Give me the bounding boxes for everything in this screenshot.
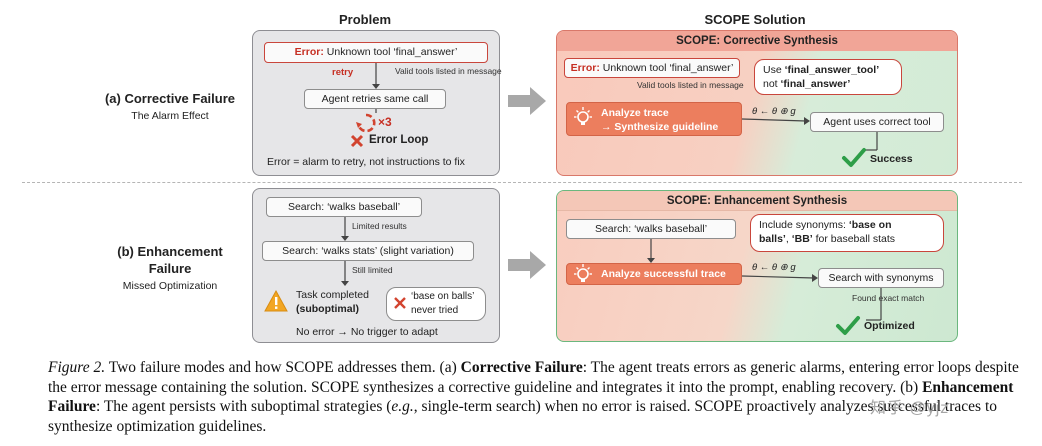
row-b-title-2: Failure <box>148 261 192 276</box>
guideline-b-line1: Include synonyms: ‘base on <box>759 219 892 231</box>
solution-search-box: Search: ‘walks baseball’ <box>566 219 736 239</box>
task-completed-line2: (suboptimal) <box>296 303 359 315</box>
optimized-label: Optimized <box>864 320 915 332</box>
search-1-box: Search: ‘walks baseball’ <box>266 197 422 217</box>
success-label: Success <box>870 153 913 165</box>
transition-arrow-a <box>508 87 546 115</box>
figure-caption: Figure 2. Two failure modes and how SCOP… <box>48 359 1019 435</box>
lightbulb-icon <box>574 107 592 125</box>
caption-figure-number: Figure 2. <box>48 359 106 376</box>
guideline-b-line2: balls’, ‘BB’ for baseball stats <box>759 233 895 245</box>
agent-uses-correct-tool-box: Agent uses correct tool <box>810 112 944 132</box>
lightbulb-icon-b <box>574 264 592 282</box>
row-a-label: (a) Corrective Failure The Alarm Effect <box>90 90 250 122</box>
formula-a: θ ← θ ⊕ g <box>752 106 796 117</box>
solution-error-prefix: Error: <box>570 62 600 74</box>
error-text: Unknown tool ‘final_answer’ <box>326 46 458 58</box>
retry-count: ×3 <box>378 115 392 129</box>
solution-header: SCOPE Solution <box>704 12 806 27</box>
watermark: 知乎 @yjz <box>870 400 950 417</box>
solution-b-title: SCOPE: Enhancement Synthesis <box>557 191 957 211</box>
analyze-line2: → Synthesize guideline <box>601 121 719 133</box>
problem-header: Problem <box>338 12 391 27</box>
solution-a-error-box: Error: Unknown tool ‘final_answer’ <box>564 58 740 78</box>
never-tried-x-icon <box>394 297 406 309</box>
transition-arrow-b <box>508 251 546 279</box>
agent-retries-box: Agent retries same call <box>304 89 446 109</box>
task-completed-line1: Task completed <box>296 289 369 301</box>
search-with-synonyms-box: Search with synonyms <box>818 268 944 288</box>
valid-tools-note: Valid tools listed in message <box>395 66 502 76</box>
row-b-label: (b) Enhancement Failure Missed Optimizat… <box>90 243 250 292</box>
row-b-title-1: (b) Enhancement <box>117 244 223 259</box>
found-exact-match-note: Found exact match <box>852 293 925 303</box>
guideline-bubble-a: Use ‘final_answer_tool’ not ‘final_answe… <box>754 59 902 95</box>
problem-b-footer: No error → No trigger to adapt <box>296 326 438 338</box>
row-a-subtitle: The Alarm Effect <box>131 110 209 122</box>
optimized-check-icon <box>836 316 860 335</box>
search-2-box: Search: ‘walks stats’ (slight variation) <box>262 241 474 261</box>
guideline-a-line2: not ‘final_answer’ <box>763 78 851 90</box>
problem-a-error-box: Error: Unknown tool ‘final_answer’ <box>264 42 488 63</box>
never-tried-line1: ‘base on balls’ <box>411 291 475 302</box>
loop-icon <box>356 113 376 133</box>
guideline-bubble-b: Include synonyms: ‘base on balls’, ‘BB’ … <box>750 214 944 252</box>
never-tried-line2: never tried <box>411 305 459 316</box>
error-prefix: Error: <box>294 46 324 58</box>
row-b-subtitle: Missed Optimization <box>122 280 218 292</box>
row-divider <box>22 182 1022 183</box>
solution-a-title: SCOPE: Corrective Synthesis <box>557 31 957 51</box>
analyze-trace-box: Analyze trace → Synthesize guideline <box>566 102 742 136</box>
error-x-icon <box>350 134 364 148</box>
solution-valid-tools-note: Valid tools listed in message <box>637 80 744 90</box>
caption-enhancement: Enhancement Failure <box>48 378 1014 416</box>
error-loop-label: Error Loop <box>369 134 429 146</box>
formula-b: θ ← θ ⊕ g <box>752 262 796 273</box>
warning-icon <box>264 289 288 312</box>
problem-a-footer: Error = alarm to retry, not instructions… <box>267 156 465 168</box>
retry-label: retry <box>332 67 354 78</box>
solution-error-text: Unknown tool ‘final_answer’ <box>602 62 734 74</box>
caption-corrective: Corrective Failure <box>460 359 583 376</box>
guideline-a-line1: Use ‘final_answer_tool’ <box>763 64 880 76</box>
still-limited-note: Still limited <box>352 265 393 275</box>
limited-results-note: Limited results <box>352 221 407 231</box>
success-check-icon <box>842 148 866 167</box>
row-a-title: (a) Corrective Failure <box>104 91 236 106</box>
analyze-successful-trace-box: Analyze successful trace <box>566 263 742 285</box>
analyze-line1: Analyze trace <box>601 107 669 119</box>
